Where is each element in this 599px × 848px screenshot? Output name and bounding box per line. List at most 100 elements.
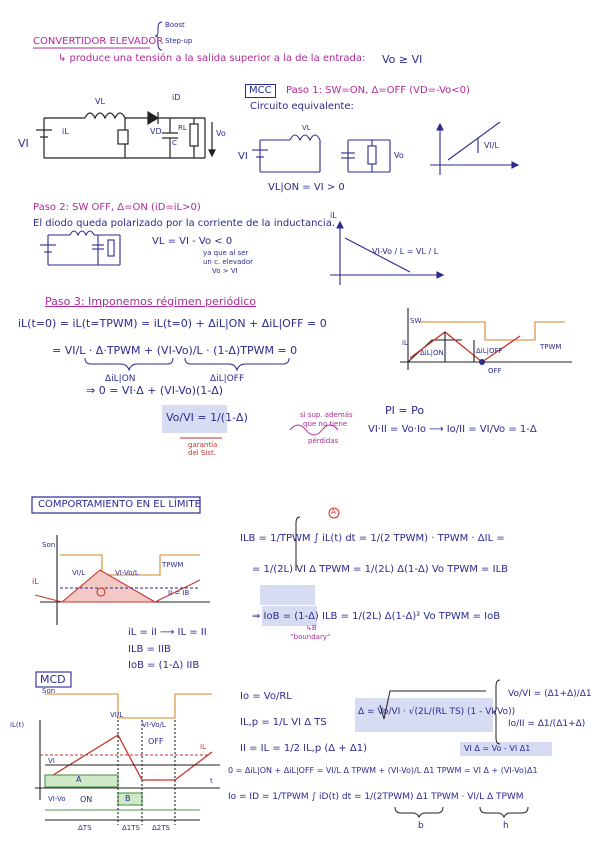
limite-eq1: ILB = 1/TPWM ∫ iL(t) dt = 1/(2 TPWM) · T…: [240, 533, 505, 544]
supuesto-3: pérdidas: [308, 437, 339, 445]
mcd-g-vil: VI/L: [110, 711, 124, 719]
wave-sw: SW: [410, 317, 422, 325]
paso3-eq2: = VI/L · Δ·TPWM + (VI-Vo)/L · (1-Δ)TPWM …: [52, 344, 298, 357]
limite-b3: IoB = (1-Δ) IIB: [128, 660, 200, 671]
mcd-g-d1ts: Δ1TS: [122, 824, 140, 832]
mcd-g-d2ts: Δ2TS: [152, 824, 170, 832]
limite-b1: iL = iI ⟶ IL = II: [128, 627, 207, 638]
mcd-lb: b: [418, 821, 424, 831]
circuit-vd: VD: [150, 127, 162, 136]
intro-equation: Vo ≥ VI: [382, 53, 423, 66]
paso1-circuit: [252, 134, 391, 173]
paso3-under-off: ΔiL|OFF: [210, 374, 245, 384]
mcd-e5: Io = ID = 1/TPWM ∫ iD(t) dt = 1/(2TPWM) …: [228, 792, 524, 802]
mcd-delta: Δ = Vo/VI · √(2L/(RL TS) (1 - VI/Vo)): [358, 707, 516, 717]
circuit-vl: VL: [95, 97, 105, 106]
mcd-r1: Vo/VI = (Δ1+Δ)/Δ1: [508, 689, 592, 699]
mcd-e1: Io = Vo/RL: [240, 691, 292, 702]
paso1-vo: Vo: [394, 151, 404, 160]
paso1-slope: VI/L: [484, 141, 499, 150]
alt-name-stepup: Step-up: [165, 37, 193, 45]
paso2-slope: VI-Vo / L = VL / L: [372, 247, 439, 256]
limite-title: COMPORTAMIENTO EN EL LÍMITE: [38, 499, 201, 510]
power-eq: PI = Po: [385, 404, 425, 417]
paso1-eq: VL|ON = VI > 0: [268, 182, 345, 193]
mcd-graph: [35, 671, 220, 825]
circuit-id: iD: [172, 93, 181, 102]
mcd-g-a: A: [76, 775, 82, 784]
limite-g-vi: VI/L: [72, 569, 86, 577]
paso3-eq1: iL(t=0) = iL(t=TPWM) = iL(t=0) + ΔiL|ON …: [18, 317, 327, 330]
garantia-1: garantía: [188, 441, 218, 449]
mcd-g-son: Son: [42, 687, 56, 695]
wave-il: iL: [402, 339, 408, 347]
mcd-g-il: IL: [200, 743, 206, 751]
limite-eq3: ⇒ IoB = (1-Δ) ILB = 1/(2L) Δ(1-Δ)² Vo TP…: [252, 611, 501, 622]
limite-g-vivo: VI-Vo/L: [115, 569, 139, 577]
circuit-vi: VI: [18, 137, 29, 150]
delta-highlight: [355, 698, 493, 732]
boost-circuit: [36, 110, 216, 159]
mcd-r2: Io/II = Δ1/(Δ1+Δ): [508, 719, 586, 729]
circuit-c: C: [172, 139, 177, 147]
paso1-graph: [430, 121, 520, 175]
boundary-b: ↳B: [306, 624, 317, 632]
limite-b2: ILB = IIB: [128, 644, 171, 655]
mcd-label: MCD: [40, 673, 66, 686]
boundary-word: “boundary”: [290, 633, 331, 641]
mcd-e3: II = IL = 1/2 IL,p (Δ + Δ1): [240, 743, 367, 754]
paso3-title: Paso 3: Imponemos régimen periódico: [45, 295, 257, 308]
mcd-lh: h: [503, 821, 509, 831]
mcd-g-b: B: [125, 794, 131, 803]
circuit-vo: Vo: [216, 129, 226, 138]
mcd-g-ilt: iL(t): [10, 721, 25, 729]
paso2-graph: [330, 220, 445, 285]
limite-g-son: Son: [42, 541, 56, 549]
mcd-g-off: OFF: [148, 737, 164, 746]
mcd-g-vivo: VI-Vo: [48, 795, 66, 803]
paso2-il: iL: [330, 211, 337, 220]
wave-off-label: OFF: [488, 367, 502, 375]
paso2-circuit: [40, 230, 121, 266]
wave-on: ΔiL|ON: [420, 349, 444, 357]
paso3-waveform: [400, 308, 572, 370]
vid-highlight: [460, 742, 552, 756]
limite-a-marker: A: [331, 508, 336, 516]
circuit-rl: RL: [178, 124, 187, 132]
alt-name-boost: Boost: [165, 21, 185, 29]
limite-g-t: TPWM: [162, 561, 184, 569]
wave-off: ΔiL|OFF: [476, 347, 503, 355]
limite-g-il: iL: [32, 577, 39, 586]
limite-eq2: = 1/(2L) VI Δ TPWM = 1/(2L) Δ(1-Δ) Vo TP…: [252, 564, 508, 575]
supuesto-1: si sup. además: [300, 411, 353, 419]
mcd-vid: VI Δ = Vo - VI Δ1: [464, 744, 531, 753]
mcd-e4: 0 = ΔiL|ON + ΔiL|OFF = VI/L Δ TPWM + (VI…: [228, 766, 538, 775]
paso2-title: Paso 2: SW OFF, Δ=ON (iD=iL>0): [33, 202, 201, 213]
mcd-g-vivol: VI-Vo/L: [142, 721, 166, 729]
mcd-e2: IL,p = 1/L VI Δ TS: [240, 717, 327, 728]
paso1-title: Paso 1: SW=ON, Δ=OFF (VD=-Vo<0): [286, 85, 470, 96]
intro-text: ↳ produce una tensión a la salida superi…: [58, 53, 366, 64]
page-title: CONVERTIDOR ELEVADOR: [33, 36, 164, 47]
ilb-highlight: [260, 585, 315, 605]
supuesto-2: que no tiene: [303, 420, 348, 428]
paso1-vi: VI: [238, 151, 248, 162]
paso2-note1: ya que al ser: [203, 249, 249, 257]
paso2-note3: Vo > VI: [212, 267, 238, 275]
circuito-equivalente: Circuito equivalente:: [250, 101, 354, 112]
paso3-eq3: ⇒ 0 = VI·Δ + (VI-Vo)(1-Δ): [86, 384, 224, 397]
ratio-highlight: [162, 405, 227, 433]
power-eq2: VI·II = Vo·Io ⟶ Io/II = VI/Vo = 1-Δ: [368, 424, 537, 435]
wave-tpwm: TPWM: [540, 343, 562, 351]
circuit-il: iL: [62, 127, 69, 136]
mcc-label: MCC: [245, 84, 276, 98]
mcd-g-t: t: [210, 777, 213, 785]
limite-graph: [34, 535, 210, 625]
paso3-under-on: ΔiL|ON: [105, 374, 136, 384]
paso3-ratio: Vo/VI = 1/(1-Δ): [166, 411, 248, 424]
mcd-g-vi: VI: [48, 757, 55, 765]
paso2-note2: un c. elevador: [203, 258, 253, 266]
iob-highlight: [262, 606, 317, 626]
garantia-2: del Sist.: [188, 449, 216, 457]
